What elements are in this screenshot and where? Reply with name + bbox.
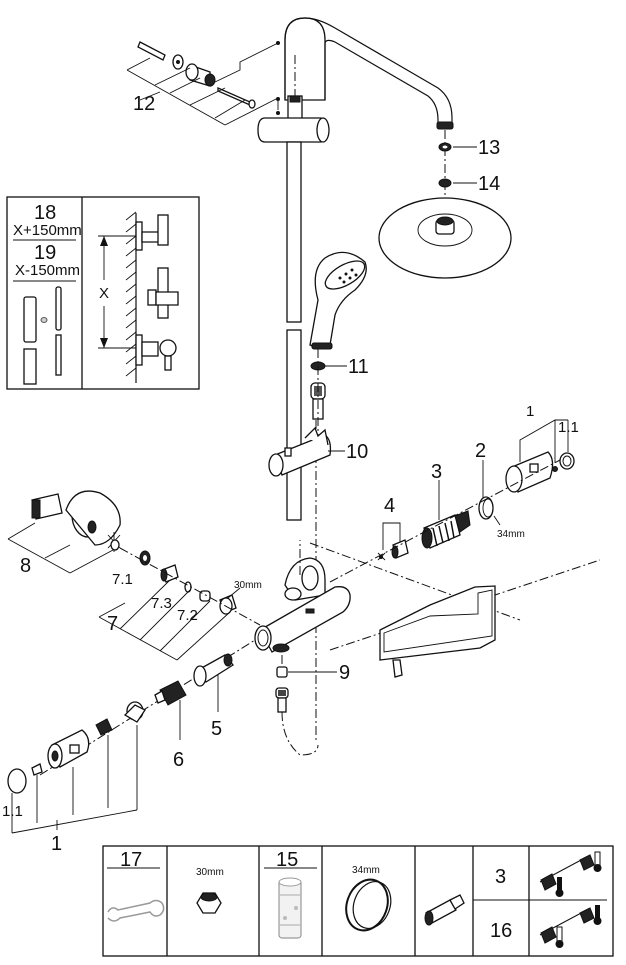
wall-bracket-top — [257, 95, 330, 143]
callout-9: 9 — [339, 662, 350, 684]
ring-nut-icon — [345, 878, 392, 932]
tool-nut-size: 30mm — [196, 867, 224, 878]
handle-components-1 — [7, 701, 146, 794]
inset-x-label: X — [99, 285, 109, 302]
cold-hot-swap-icon — [539, 905, 602, 948]
callout-8: 8 — [20, 555, 31, 577]
nut-size-label: 30mm — [234, 580, 262, 591]
shower-rail — [286, 141, 302, 521]
callout-5: 5 — [211, 718, 222, 740]
tool-15-number: 15 — [276, 849, 298, 871]
tools-table — [102, 845, 614, 957]
overhead-shower-head — [378, 142, 512, 279]
tool-17-number: 17 — [120, 849, 142, 871]
callout-3: 3 — [431, 461, 442, 483]
wall-mount-kit — [137, 41, 280, 115]
thermostat-mixer-body — [254, 557, 351, 653]
connection-set-7 — [139, 550, 237, 615]
inset-item-18: 18 — [34, 202, 56, 224]
callout-1-1-bottom: 1.1 — [2, 803, 23, 820]
ring-size-label: 34mm — [497, 529, 525, 540]
callout-7-3: 7.3 — [151, 595, 172, 612]
callout-7-1: 7.1 — [112, 571, 133, 588]
wall-connection-8 — [31, 490, 121, 552]
inset-size-18: X+150mm — [13, 222, 82, 239]
overhead-arm — [284, 17, 454, 130]
callout-1-bottom: 1 — [51, 833, 62, 855]
callout-10: 10 — [346, 441, 368, 463]
check-valve — [377, 539, 409, 561]
callout-4: 4 — [384, 495, 395, 517]
rail-extension-inset: 18 X+150mm 19 X-150mm X — [6, 196, 200, 390]
tool-ring-size: 34mm — [352, 865, 380, 876]
row-16-number: 16 — [490, 920, 512, 942]
cartridge-6 — [154, 680, 187, 706]
slider-holder — [268, 426, 332, 477]
callout-1-top: 1 — [526, 403, 534, 420]
hot-cold-swap-icon — [539, 851, 602, 897]
cartridge-5 — [193, 653, 234, 687]
ring-nut-34mm — [478, 496, 494, 520]
hand-shower — [309, 251, 367, 420]
callout-6: 6 — [173, 749, 184, 771]
callout-14: 14 — [478, 173, 500, 195]
callout-11: 11 — [348, 356, 369, 378]
flow-restrictor — [275, 666, 289, 713]
callout-2: 2 — [475, 440, 486, 462]
nut-icon — [196, 892, 222, 914]
shower-shelf — [379, 585, 496, 678]
callout-7-2: 7.2 — [177, 607, 198, 624]
thermostatic-cartridge — [421, 510, 471, 549]
callout-7: 7 — [107, 613, 118, 635]
control-handle-right — [505, 451, 575, 493]
callout-13: 13 — [478, 137, 500, 159]
cartridge-icon — [424, 894, 465, 926]
callout-1-1-top: 1.1 — [558, 419, 579, 436]
callout-12: 12 — [133, 93, 155, 115]
inset-item-19: 19 — [34, 242, 56, 264]
row-3-number: 3 — [495, 866, 506, 888]
cartridge-sleeve-icon — [278, 877, 302, 939]
wrench-icon — [107, 899, 165, 922]
inset-size-19: X-150mm — [15, 262, 80, 279]
